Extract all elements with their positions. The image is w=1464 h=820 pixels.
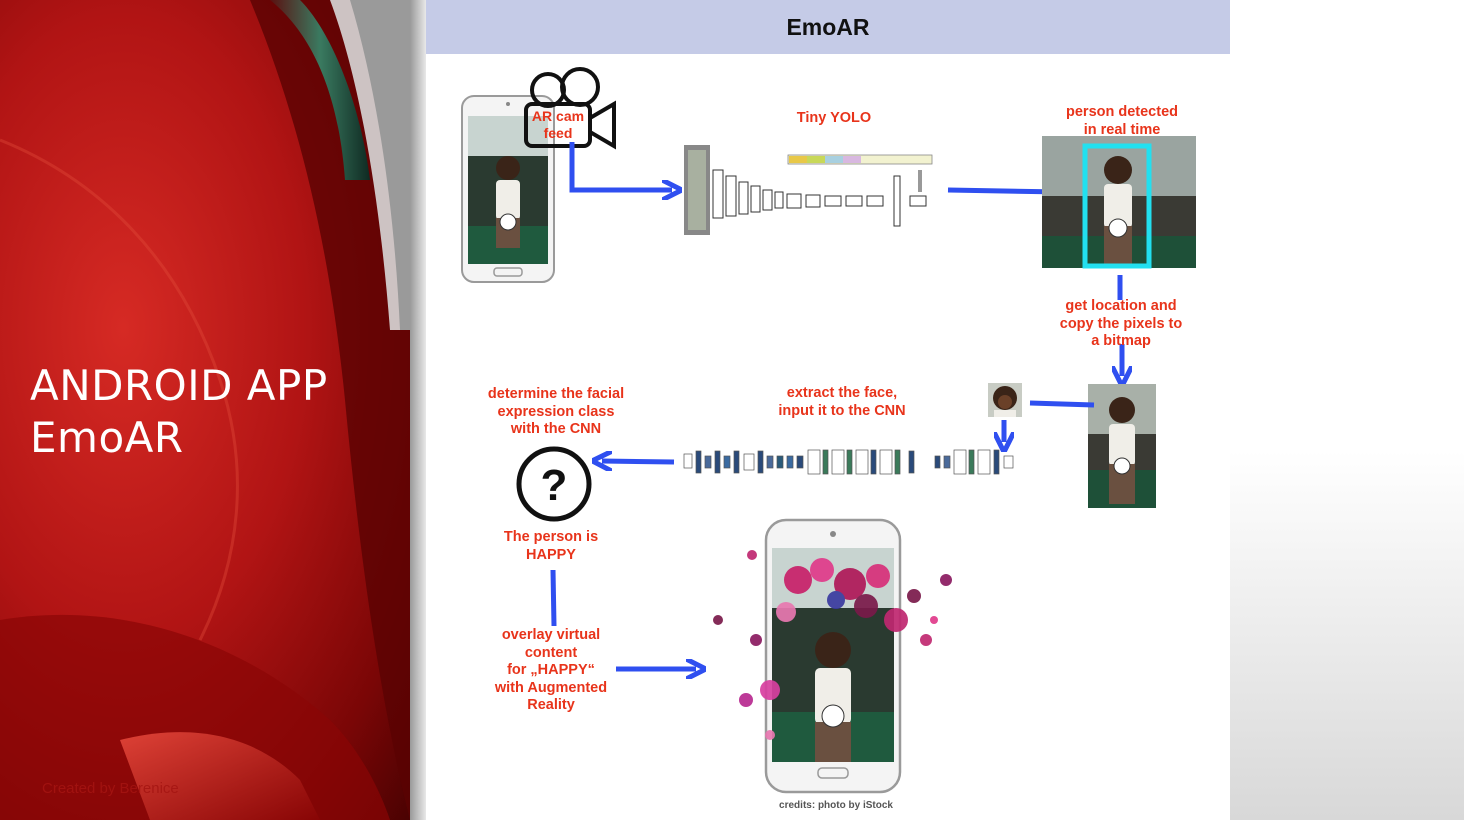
tiny-yolo-network [684,145,933,235]
slide-heading: ANDROID APP EmoAR [30,360,328,464]
diagram-title: EmoAR [786,14,870,40]
tiny-yolo-label: Tiny YOLO [796,110,872,126]
person-detected-image [1042,136,1196,269]
video-camera-icon [524,67,616,150]
person-is-happy-label: The person is HAPPY [503,529,599,563]
pipeline-diagram: ? [461,67,1196,794]
heading-line-1: ANDROID APP [30,361,328,410]
arrow-cam-to-yolo [569,142,672,190]
phone-camera-feed [461,95,555,283]
arrow-cnn-to-result [602,461,675,462]
ar-result-phone [713,518,952,794]
cnn-network [682,449,1014,475]
photo-credits: credits: photo by iStock [779,800,893,811]
svg-text:?: ? [541,461,568,510]
question-circle-icon: ? [516,446,592,522]
panel-divider [410,0,426,820]
person-bitmap-crop [1088,384,1156,508]
facial-expression-label: determine the facial expression class wi… [487,386,625,437]
created-by-note: Created by Berenice [42,780,179,797]
overlay-content-label: overlay virtual content for „HAPPY“ with… [494,627,608,713]
connector-happy-to-overlay [550,569,557,627]
face-crop [988,383,1022,417]
diagram-panel: EmoAR [426,0,1230,820]
person-detected-label: person detected in real time [1066,104,1178,138]
red-wave-decoration [0,0,410,820]
right-margin-shade [1230,0,1464,820]
title-bar [426,0,1230,54]
arrow-bitmap-to-face [1029,400,1095,408]
heading-line-2: EmoAR [30,413,184,462]
slide-left-panel: ANDROID APP EmoAR Created by Berenice [0,0,410,820]
virtual-flowers-overlay [713,550,952,740]
extract-face-label: extract the face, input it to the CNN [778,385,906,419]
detection-bounding-box [1082,143,1152,269]
get-location-label: get location and copy the pixels to a bi… [1059,298,1183,349]
ar-cam-feed-label: AR cam feed [531,108,585,141]
